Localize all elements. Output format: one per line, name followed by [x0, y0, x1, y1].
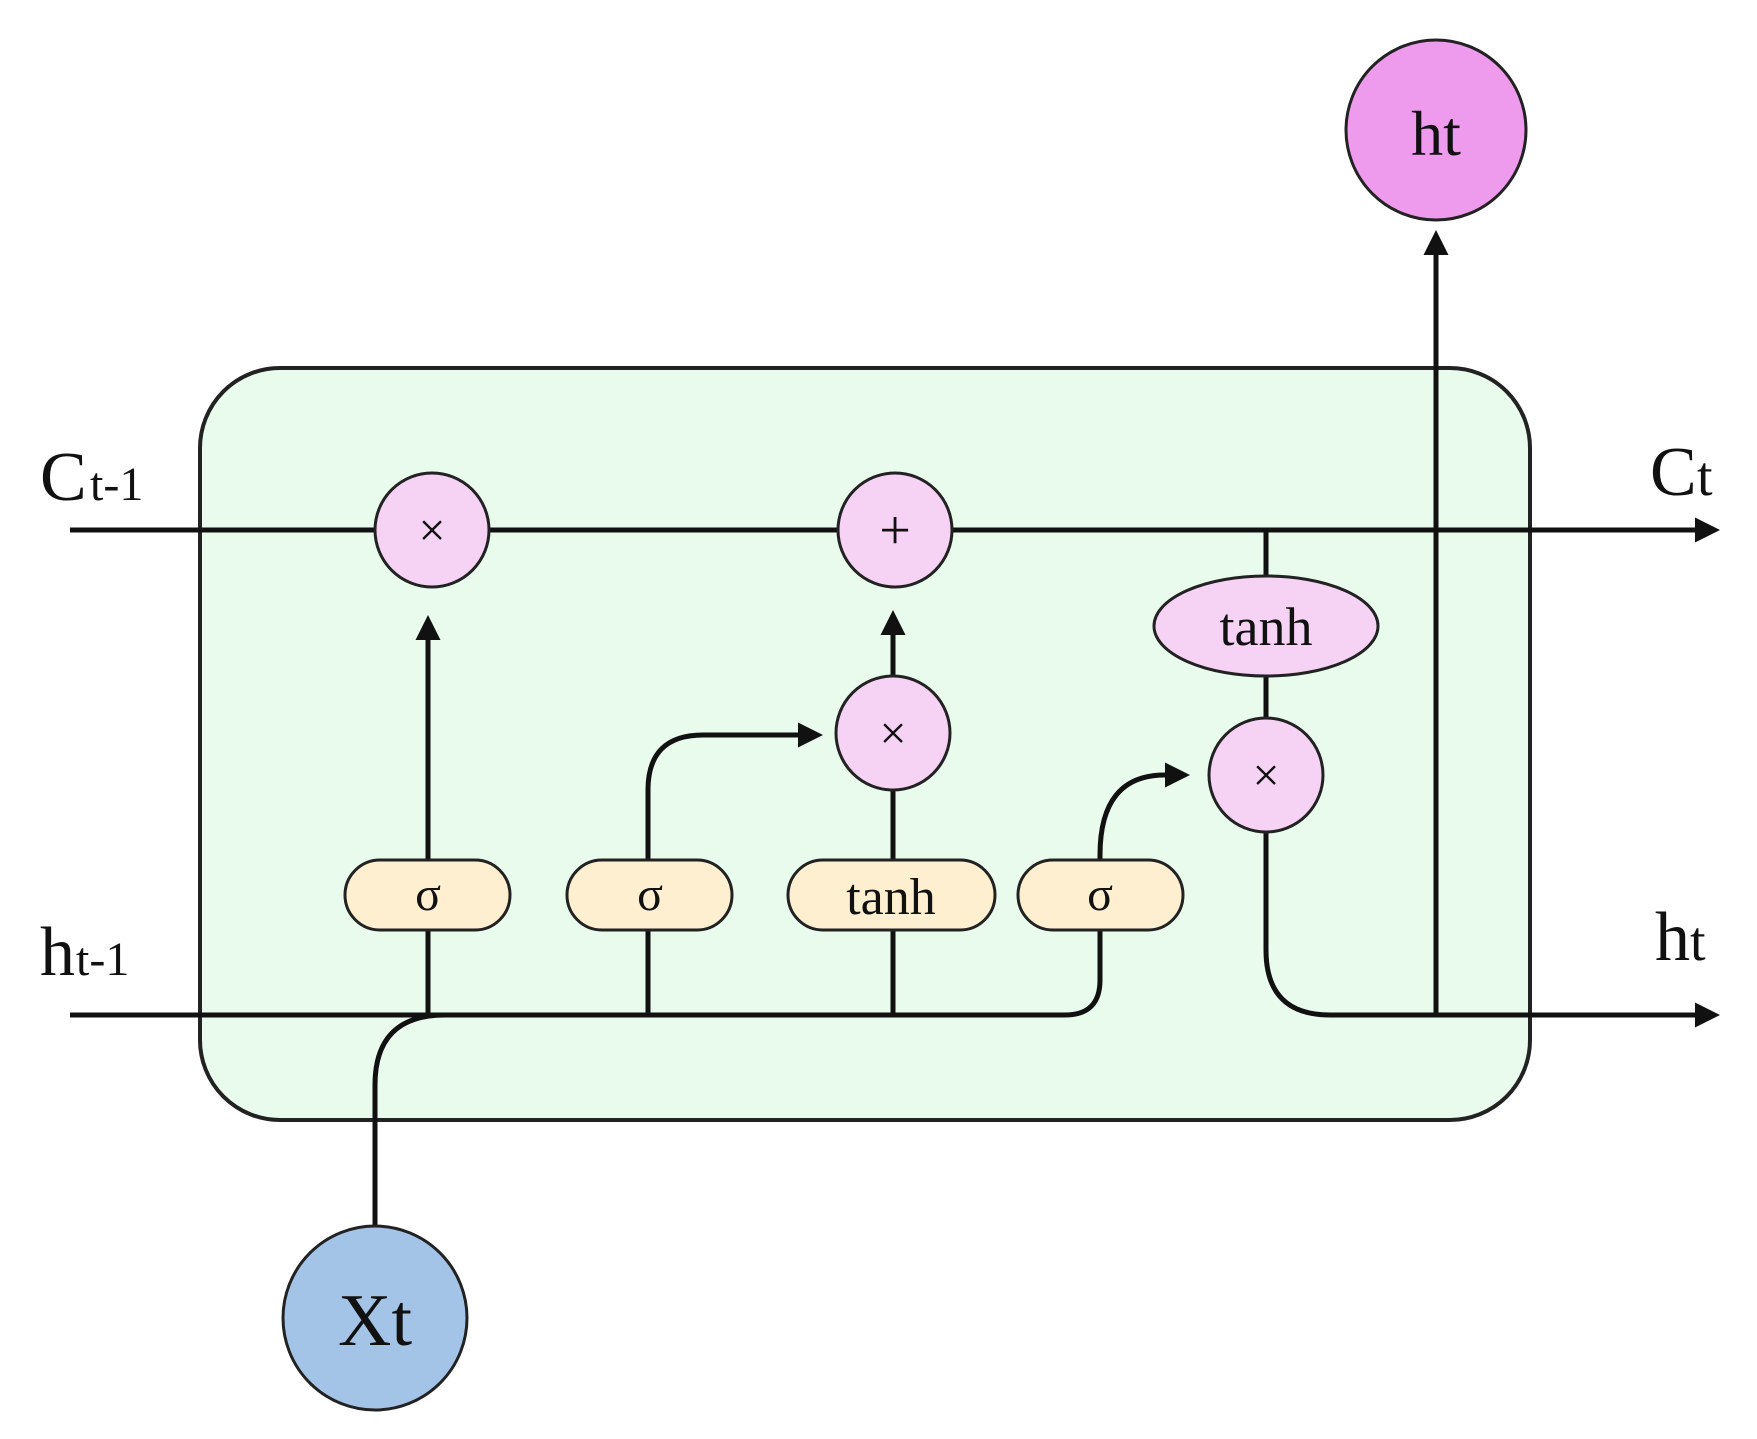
c-prev-label: C t-1 — [40, 439, 143, 516]
cell-tanh-node: tanh — [1152, 574, 1380, 678]
forget-gate-label: σ — [415, 868, 441, 921]
input-gate: σ — [565, 858, 734, 932]
hidden-output-node: ht — [1344, 38, 1528, 222]
candidate-gate: tanh — [786, 858, 997, 932]
input-x-line — [372, 1012, 446, 1225]
hidden-output-label: ht — [1411, 98, 1461, 169]
forget-multiply-node: × — [373, 471, 491, 589]
input-multiply-node: × — [834, 674, 952, 792]
input-x-label: Xt — [338, 1280, 412, 1362]
candidate-gate-label: tanh — [846, 869, 936, 926]
c-next-text: C — [1650, 434, 1697, 511]
input-gate-line — [645, 722, 823, 1015]
input-x-node: Xt — [281, 1224, 469, 1412]
hidden-state-in-line — [70, 762, 1190, 1018]
input-gate-label: σ — [637, 868, 663, 921]
c-prev-text: C — [40, 439, 87, 516]
input-multiply-symbol: × — [879, 707, 906, 760]
h-next-subscript: t — [1690, 911, 1706, 973]
add-symbol: + — [879, 500, 911, 562]
h-next-label: h t — [1655, 899, 1706, 976]
c-next-label: C t — [1650, 434, 1713, 511]
forget-gate: σ — [343, 858, 512, 932]
output-gate: σ — [1016, 858, 1185, 932]
cell-tanh-label: tanh — [1220, 597, 1313, 657]
add-node: + — [836, 471, 954, 589]
h-prev-label: h t-1 — [40, 914, 129, 991]
c-prev-subscript: t-1 — [90, 458, 143, 511]
c-next-subscript: t — [1697, 446, 1713, 508]
output-multiply-node: × — [1207, 716, 1325, 834]
output-hidden-line — [1263, 830, 1720, 1028]
output-multiply-symbol: × — [1252, 749, 1279, 802]
h-next-text: h — [1655, 899, 1690, 976]
h-prev-text: h — [40, 914, 75, 991]
h-prev-subscript: t-1 — [76, 933, 129, 986]
output-gate-label: σ — [1087, 868, 1113, 921]
forget-multiply-symbol: × — [418, 504, 445, 557]
